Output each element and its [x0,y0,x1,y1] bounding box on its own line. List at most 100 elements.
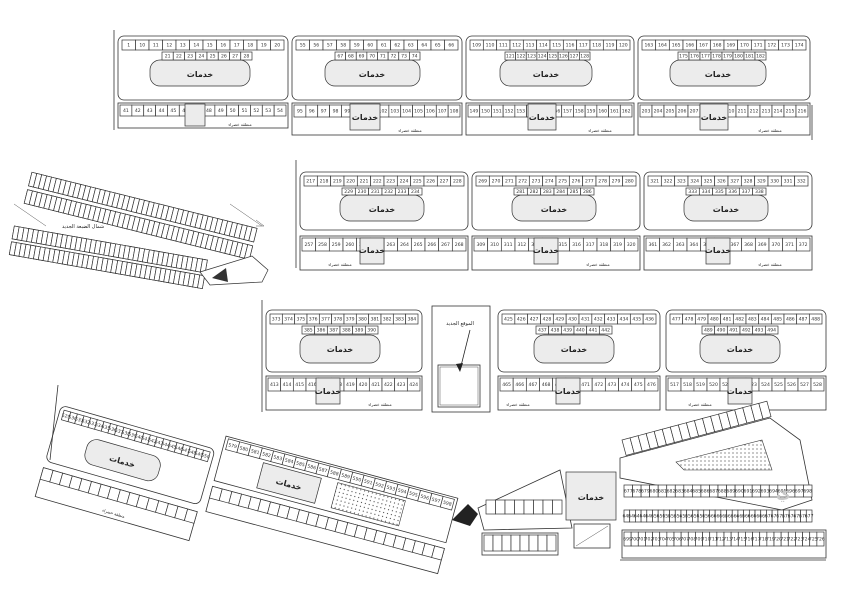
plot-number: 687 [709,489,718,495]
services-label: خدمات [555,387,582,396]
plot-number: 323 [677,179,686,185]
plot-number: 592 [374,482,384,490]
plot-number: 677 [624,489,633,495]
plot-number: 657 [691,514,700,520]
plot-number: 534 [94,422,104,430]
plot-number: 587 [318,466,328,474]
plot-number: 337 [742,189,751,195]
plot-number: 527 [800,382,809,388]
plot-number: 320 [627,242,636,248]
plot-number: 26 [221,54,227,60]
green-area-label: منطقة خضراء [368,402,391,407]
plot-number: 700 [630,537,639,543]
services-area [555,377,581,405]
services-label: خدمات [529,113,556,122]
plot-number: 263 [386,242,395,248]
plot [580,187,595,196]
plot-number: 203 [642,109,651,115]
plot-number: 361 [648,242,657,248]
services-label: خدمات [327,345,354,354]
plot-number: 689 [726,489,735,495]
plot [447,104,461,118]
plot-number: 286 [583,189,592,195]
plot-number: 267 [441,242,450,248]
plot-number: 517 [670,382,679,388]
plot-number: 666 [742,514,751,520]
plot-number: 705 [666,537,675,543]
plot [501,534,512,552]
plot-number: 315 [558,242,567,248]
plot-number: 271 [505,179,514,185]
plot-number: 206 [678,109,687,115]
plot-number: 58 [340,43,346,49]
plot-number: 227 [440,179,449,185]
plot-number: 428 [543,317,552,323]
plot-number: 688 [718,489,727,495]
plot-number: 589 [340,472,350,480]
plot-number: 53 [265,108,271,114]
green-area-label: منطقة خضراء [688,402,711,407]
plot-number: 109 [472,43,481,49]
plot [408,187,423,196]
plot [803,484,813,498]
plot-number: 699 [623,537,632,543]
plot-number: 438 [551,328,560,334]
plot-number: 218 [320,179,329,185]
plot-number: 669 [759,514,768,520]
plot-number: 494 [767,328,776,334]
plot-number: 435 [632,317,641,323]
plot-number: 492 [742,328,751,334]
plot [409,51,421,61]
plot-number: 333 [688,189,697,195]
plot-number: 11 [153,43,159,49]
plot-number: 675 [793,514,802,520]
plot-number: 116 [566,43,575,49]
plot [808,313,823,325]
plot-number: 711 [709,537,718,543]
plot-number: 169 [726,43,735,49]
plot-number: 718 [759,537,768,543]
services-label: خدمات [701,113,728,122]
plot-number: 590 [352,476,362,484]
plot-number: 647 [634,514,643,520]
plot-number: 119 [606,43,615,49]
plot [754,51,767,61]
plot-number: 367 [730,242,739,248]
services-area [533,334,615,364]
plot [406,377,421,392]
plot-number: 439 [563,328,572,334]
plot-number: 442 [601,328,610,334]
plot-number: 382 [383,317,392,323]
plot-number: 64 [421,43,427,49]
plot-number: 326 [717,179,726,185]
plot-number: 113 [526,43,535,49]
plot-number: 521 [722,382,731,388]
plot-number: 390 [367,328,376,334]
plot-number: 474 [621,382,630,388]
plot-number: 278 [598,179,607,185]
bottom-right-upper-plots [621,400,772,456]
plot-number: 487 [799,317,808,323]
plot-number: 217 [306,179,315,185]
plot-number: 724 [802,537,811,543]
green-area-label: منطقة خضراء [328,262,351,267]
plot-number: 125 [548,54,557,60]
plot [514,499,525,515]
plot-number: 519 [696,382,705,388]
green-area-label: منطقة خضراء [586,262,609,267]
plot-number: 594 [397,488,407,496]
plot-number: 692 [752,489,761,495]
plot-number: 327 [730,179,739,185]
plot-number: 416 [308,382,317,388]
services-area [565,471,617,521]
plot-number: 548 [187,449,197,457]
plot-number: 17 [234,43,240,49]
plot-number: 420 [359,382,368,388]
plot [752,187,767,196]
services-label: خدمات [727,387,754,396]
plot-number: 124 [538,54,547,60]
services-area [299,334,381,364]
bottom-right-second-plots: 6456466476486496506516526536546556566576… [622,509,814,523]
